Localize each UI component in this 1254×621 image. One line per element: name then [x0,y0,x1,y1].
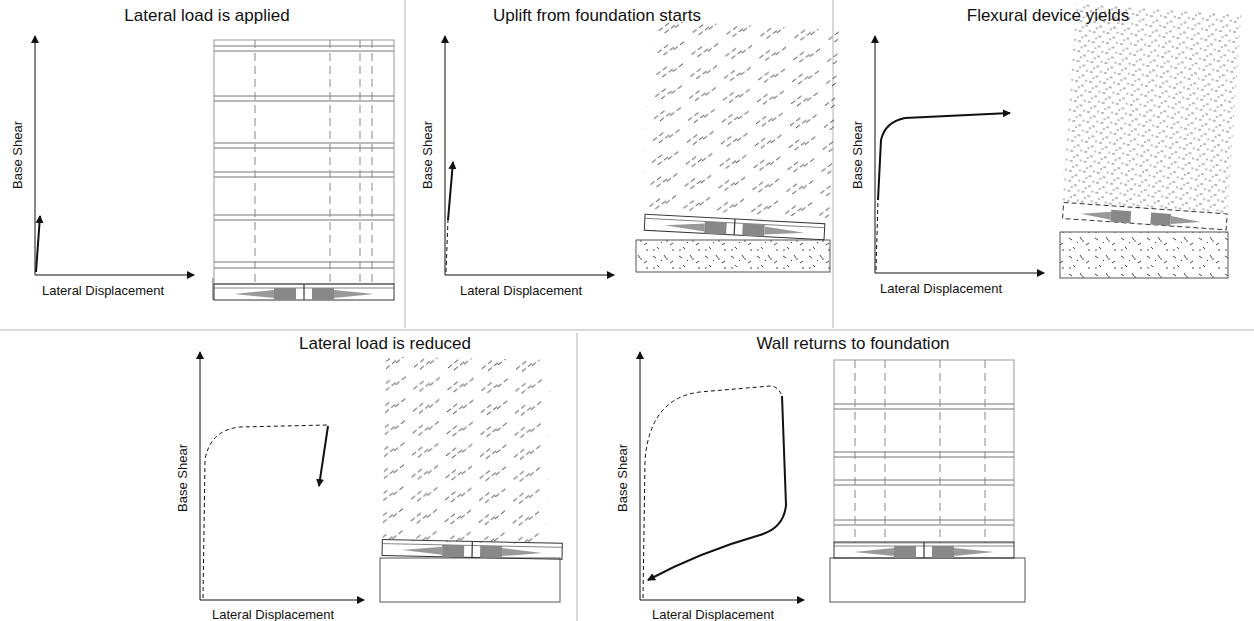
axis-label: Base Shear [616,444,631,512]
axis-label: Lateral Displacement [460,284,582,299]
panel-title: Lateral load is applied [124,6,289,26]
panel-title: Flexural device yields [967,6,1130,26]
panel-title: Wall returns to foundation [756,334,949,354]
axis-label: Base Shear [11,121,26,189]
axis-label: Lateral Displacement [212,608,334,621]
panel-title: Lateral load is reduced [299,334,471,354]
panel-title: Uplift from foundation starts [493,6,701,26]
axis-label: Base Shear [851,121,866,189]
axis-label: Lateral Displacement [42,284,164,299]
axis-label: Base Shear [176,444,191,512]
axis-label: Lateral Displacement [652,608,774,621]
axis-label: Base Shear [421,121,436,189]
axis-label: Lateral Displacement [880,282,1002,297]
